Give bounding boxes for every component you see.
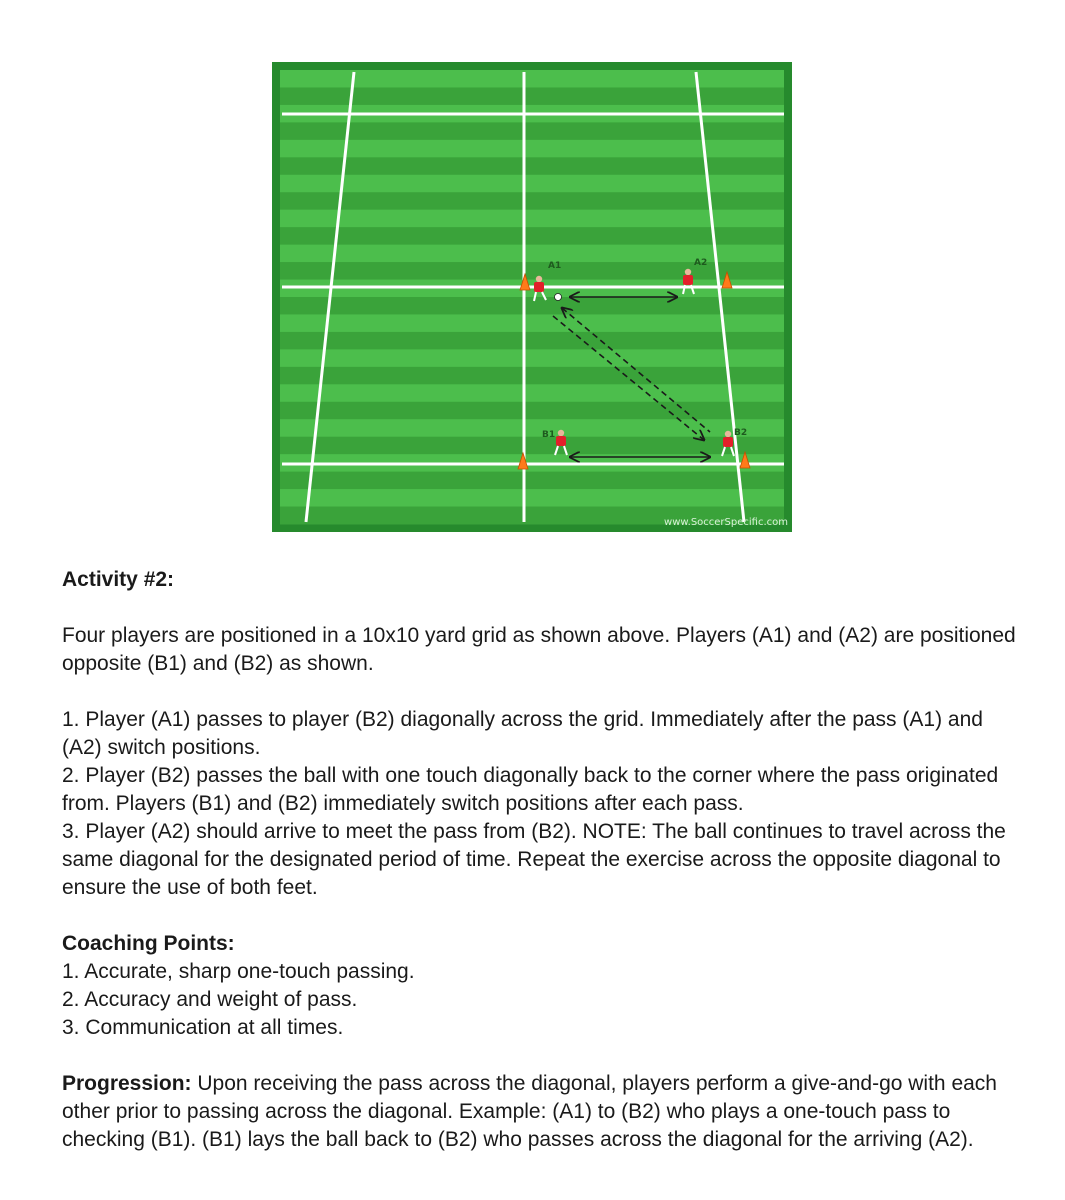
player-b1 [554,429,568,456]
diagonal-arrow-2 [552,315,704,440]
grass-stripe [280,279,784,298]
activity-intro: Four players are positioned in a 10x10 y… [62,624,1016,675]
activity-step: 2. Player (B2) passes the ball with one … [62,764,999,815]
grass-stripe [280,366,784,385]
player-a1 [533,275,562,302]
pass-arrows [552,297,711,457]
label-a1: A1 [548,261,561,271]
coaching-point: 2. Accuracy and weight of pass. [62,988,358,1011]
label-b2: B2 [734,428,747,438]
activity-step: 1. Player (A1) passes to player (B2) dia… [62,708,983,759]
grass-stripe [280,297,784,315]
grass-stripe [280,122,784,141]
ball [554,293,562,301]
left-sideline [304,71,356,523]
grass-stripe [280,70,784,88]
grass-stripe [280,87,784,106]
cone-b1 [517,451,529,470]
watermark: www.SoccerSpecific.com [664,517,788,528]
progression-paragraph: Progression: Upon receiving the pass acr… [62,1070,1022,1154]
activity-title: Activity #2: [62,568,175,591]
pitch-svg: A1 A2 B1 B2 www.SoccerSpecific.com [272,62,792,532]
coaching-point: 1. Accurate, sharp one-touch passing. [62,960,415,983]
grass-stripe [280,244,784,263]
grass-stripe [280,506,784,525]
grass-stripe [280,227,784,246]
coaching-points: 1. Accurate, sharp one-touch passing. 2.… [62,958,1022,1042]
progression-label: Progression: [62,1072,192,1095]
cone-b2 [739,450,751,469]
drill-diagram: A1 A2 B1 B2 www.SoccerSpecific.com [272,62,792,532]
grass-stripe [280,262,784,281]
grass-stripe [280,384,784,403]
article-content: Activity #2: Four players are positioned… [62,566,1022,1154]
grass-stripe [280,349,784,368]
progression-text: Upon receiving the pass across the diago… [62,1072,997,1151]
cone-a1 [519,272,531,291]
grass-stripe [280,192,784,211]
field-lines [282,71,784,523]
grass-stripe [280,314,784,333]
coaching-point: 3. Communication at all times. [62,1016,344,1039]
player-b2 [721,430,735,457]
player-a2 [682,268,695,295]
grass-stripe [280,419,784,438]
grass-stripe [280,174,784,193]
grass-stripe [280,489,784,508]
cones [517,270,751,470]
diagonal-arrow-1 [562,308,711,433]
activity-steps: 1. Player (A1) passes to player (B2) dia… [62,706,1022,902]
label-a2: A2 [694,258,707,268]
label-b1: B1 [542,430,555,440]
grass-stripe [280,209,784,228]
activity-step: 3. Player (A2) should arrive to meet the… [62,820,1006,899]
cone-a2 [721,270,733,289]
grass-stripe [280,436,784,455]
grass-stripe [280,157,784,176]
coaching-title: Coaching Points: [62,932,235,955]
grass-stripe [280,331,784,350]
grass-stripe [280,139,784,158]
right-sideline [694,71,746,523]
grass-stripe [280,471,784,490]
grass-stripe [280,401,784,420]
